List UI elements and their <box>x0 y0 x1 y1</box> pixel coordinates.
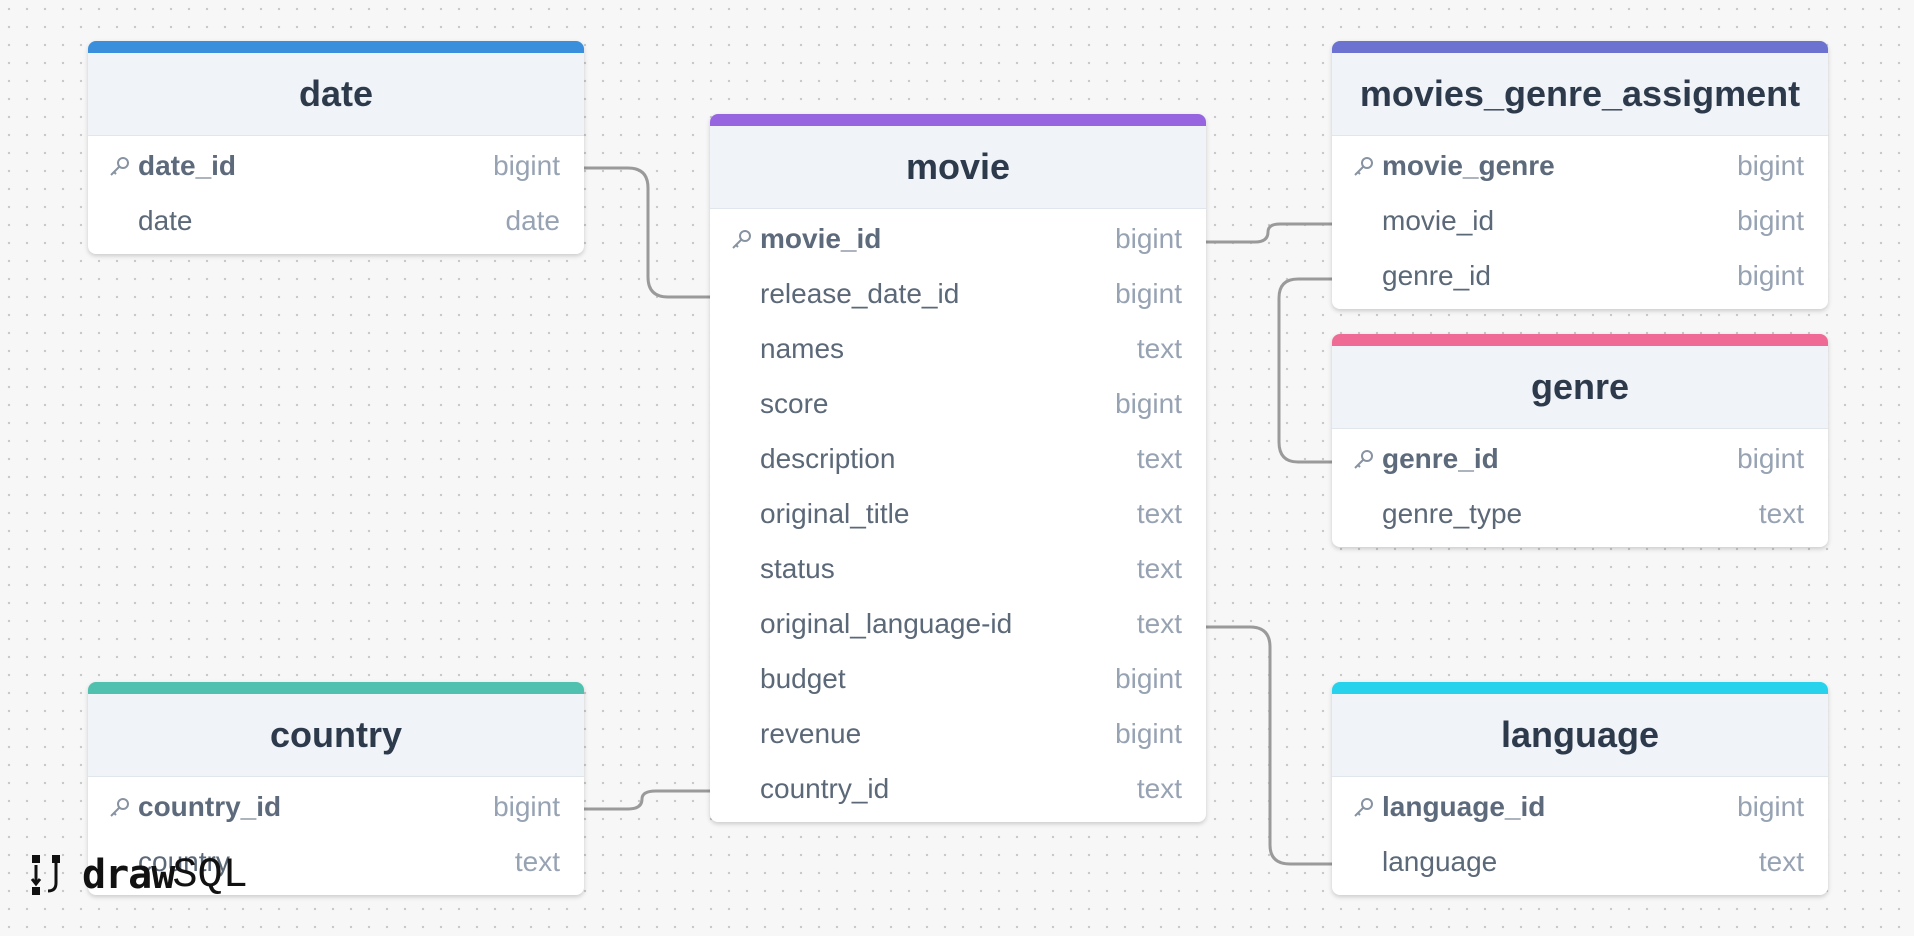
column-name: movie_genre <box>1382 149 1555 181</box>
column-name: country <box>138 845 230 877</box>
column-name: genre_type <box>1382 497 1523 529</box>
primary-key-icon <box>732 230 751 249</box>
column-type: text <box>1136 497 1182 529</box>
column-row[interactable]: movie_id bigint <box>1332 193 1828 248</box>
column-row[interactable]: original_title text <box>710 486 1206 541</box>
table-title: movies_genre_assigment <box>1332 53 1828 136</box>
table-country[interactable]: country country_id bigint country text <box>88 682 584 895</box>
column-row[interactable]: country_id text <box>710 761 1206 816</box>
column-type: bigint <box>1737 259 1804 291</box>
column-name: language_id <box>1382 790 1546 822</box>
link-country-movie <box>584 789 712 811</box>
column-row[interactable]: movie_genre bigint <box>1332 138 1828 193</box>
column-name: description <box>760 442 896 474</box>
table-color-bar <box>1332 682 1828 694</box>
link-movie-language <box>1206 625 1333 866</box>
column-name: score <box>760 387 829 419</box>
column-row[interactable]: language_id bigint <box>1332 779 1828 834</box>
column-name: date <box>138 204 193 236</box>
column-name: movie_id <box>760 222 882 254</box>
table-movie[interactable]: movie movie_id bigint release_date_id bi… <box>710 114 1206 822</box>
column-row[interactable]: description text <box>710 431 1206 486</box>
column-row[interactable]: movie_id bigint <box>710 211 1206 266</box>
column-type: bigint <box>1115 387 1182 419</box>
column-row[interactable]: budget bigint <box>710 651 1206 706</box>
link-date-movie <box>584 166 712 299</box>
column-row[interactable]: score bigint <box>710 376 1206 431</box>
drawsql-logo[interactable]: draw SQL <box>30 851 248 899</box>
column-row[interactable]: genre_id bigint <box>1332 248 1828 303</box>
column-name: genre_id <box>1382 442 1499 474</box>
logo-text-sql: SQL <box>172 851 248 899</box>
link-mga-genre <box>1277 277 1333 464</box>
column-type: text <box>1758 497 1804 529</box>
column-type: text <box>1136 552 1182 584</box>
table-color-bar <box>88 41 584 53</box>
primary-key-icon <box>110 798 129 817</box>
column-type: bigint <box>1115 662 1182 694</box>
column-row[interactable]: release_date_id bigint <box>710 266 1206 321</box>
column-type: bigint <box>1737 204 1804 236</box>
column-type: text <box>514 845 560 877</box>
table-title: date <box>88 53 584 136</box>
column-row[interactable]: date_id bigint <box>88 138 584 193</box>
column-type: bigint <box>1115 717 1182 749</box>
column-name: country_id <box>138 790 282 822</box>
column-row[interactable]: date date <box>88 193 584 248</box>
column-type: bigint <box>493 790 560 822</box>
drawsql-logo-icon <box>30 855 60 895</box>
column-name: genre_id <box>1382 259 1491 291</box>
column-row[interactable]: status text <box>710 541 1206 596</box>
table-title: country <box>88 694 584 777</box>
column-row[interactable]: revenue bigint <box>710 706 1206 761</box>
column-name: names <box>760 332 845 364</box>
column-name: country_id <box>760 772 890 804</box>
column-name: budget <box>760 662 846 694</box>
column-name: date_id <box>138 149 237 181</box>
column-name: release_date_id <box>760 277 960 309</box>
logo-text-draw: draw <box>82 852 175 898</box>
primary-key-icon <box>1354 798 1373 817</box>
table-color-bar <box>710 114 1206 126</box>
column-name: movie_id <box>1382 204 1495 236</box>
table-color-bar <box>1332 41 1828 53</box>
column-row[interactable]: names text <box>710 321 1206 376</box>
column-type: bigint <box>1737 149 1804 181</box>
column-type: bigint <box>1115 277 1182 309</box>
table-genre[interactable]: genre genre_id bigint genre_type text <box>1332 334 1828 547</box>
table-title: genre <box>1332 346 1828 429</box>
column-type: text <box>1136 607 1182 639</box>
primary-key-icon <box>1354 450 1373 469</box>
column-type: text <box>1136 442 1182 474</box>
column-row[interactable]: original_language-id text <box>710 596 1206 651</box>
column-row[interactable]: genre_id bigint <box>1332 431 1828 486</box>
primary-key-icon <box>1354 157 1373 176</box>
table-title: language <box>1332 694 1828 777</box>
column-type: text <box>1136 772 1182 804</box>
column-type: bigint <box>1115 222 1182 254</box>
column-name: language <box>1382 845 1498 877</box>
column-type: text <box>1136 332 1182 364</box>
table-color-bar <box>88 682 584 694</box>
column-row[interactable]: country text <box>88 834 584 889</box>
column-name: original_title <box>760 497 910 529</box>
column-type: bigint <box>493 149 560 181</box>
table-title: movie <box>710 126 1206 209</box>
table-color-bar <box>1332 334 1828 346</box>
primary-key-icon <box>110 157 129 176</box>
column-type: bigint <box>1737 790 1804 822</box>
column-type: date <box>505 204 561 236</box>
table-language[interactable]: language language_id bigint language tex… <box>1332 682 1828 895</box>
column-name: original_language-id <box>760 607 1013 639</box>
link-movie-mga <box>1206 222 1333 244</box>
column-type: bigint <box>1737 442 1804 474</box>
column-row[interactable]: language text <box>1332 834 1828 889</box>
column-row[interactable]: country_id bigint <box>88 779 584 834</box>
column-name: revenue <box>760 717 862 749</box>
column-type: text <box>1758 845 1804 877</box>
column-name: status <box>760 552 835 584</box>
table-movies-genre-assigment[interactable]: movies_genre_assigment movie_genre bigin… <box>1332 41 1828 309</box>
table-date[interactable]: date date_id bigint date date <box>88 41 584 254</box>
column-row[interactable]: genre_type text <box>1332 486 1828 541</box>
